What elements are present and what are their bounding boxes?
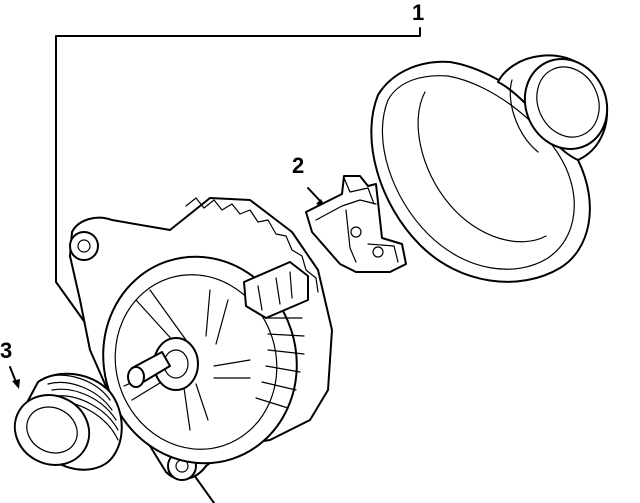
alternator-cover-icon xyxy=(370,54,609,283)
callout-part-2: 2 xyxy=(292,153,305,178)
alternator-assembly-icon xyxy=(69,197,333,481)
callout-part-3: 3 xyxy=(0,338,13,363)
callout-part-1: 1 xyxy=(412,0,425,25)
leader-arrow-part-3 xyxy=(9,366,20,389)
pulley-icon xyxy=(13,372,123,471)
voltage-regulator-icon xyxy=(305,175,407,273)
